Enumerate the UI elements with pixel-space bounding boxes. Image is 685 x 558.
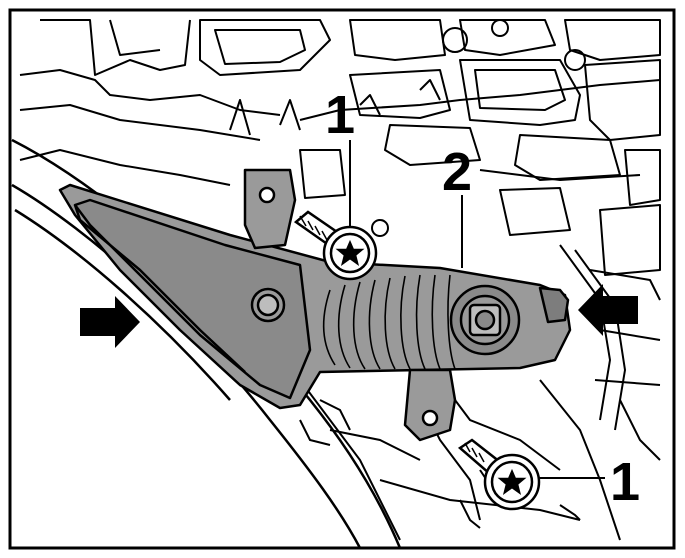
callout-light-unit: 2	[442, 142, 472, 202]
arrow-left-icon	[578, 284, 638, 336]
lower-mount-tab	[403, 368, 457, 442]
lens-ridge	[73, 204, 246, 373]
screw-bottom	[421, 409, 541, 511]
upper-mount-tab	[243, 168, 297, 250]
screw-top	[258, 186, 378, 281]
callout-screw-bottom: 1	[610, 452, 640, 512]
callout-screw-top: 1	[325, 85, 355, 145]
background-structure	[19, 19, 661, 461]
leader-lines	[349, 140, 605, 479]
reflector-ribs	[322, 274, 456, 370]
arrow-right-icon	[80, 296, 140, 348]
connector-clip	[538, 286, 570, 324]
light-unit-lens	[73, 198, 312, 400]
light-unit	[58, 168, 572, 442]
